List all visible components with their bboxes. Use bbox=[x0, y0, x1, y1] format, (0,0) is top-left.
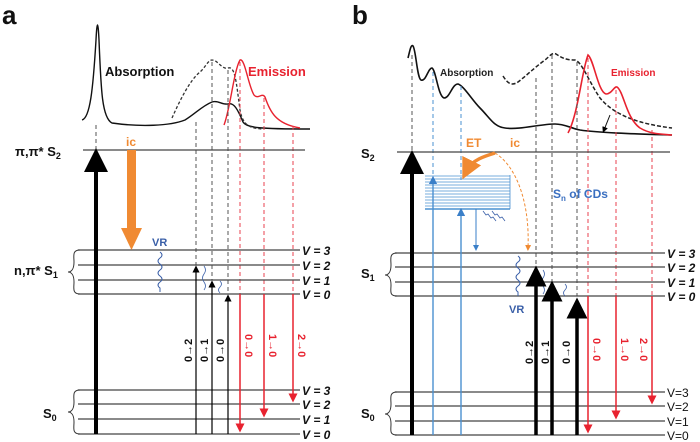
s0-state-label: S0 bbox=[361, 406, 375, 423]
s0-v2-label: V = 2 bbox=[302, 398, 331, 412]
s1-v1-label: V = 1 bbox=[667, 276, 696, 290]
projection-lines bbox=[95, 62, 294, 294]
emission-label-1-0: 1→0 bbox=[266, 334, 278, 357]
vr-wavy-arrow bbox=[515, 255, 521, 296]
cds-wavy-arrows bbox=[482, 210, 506, 222]
ic-dashed-arrow bbox=[494, 152, 532, 251]
panel-b: b Absorption Emission bbox=[352, 0, 696, 442]
emission-label-1-0: 1→0 bbox=[618, 338, 630, 361]
sn-of-cds-label: Sn of CDs bbox=[553, 187, 608, 203]
vr-small-wavy bbox=[541, 269, 567, 297]
vr-label: VR bbox=[152, 237, 167, 249]
absorption-label: Absorption bbox=[440, 68, 493, 79]
emission-label-2-0: 2→0 bbox=[637, 338, 649, 361]
s1-brace bbox=[67, 249, 81, 295]
s0-levels bbox=[395, 391, 665, 436]
ic-arrow bbox=[121, 150, 142, 250]
s0-v1-label: V = 1 bbox=[302, 413, 331, 427]
vr-label: VR bbox=[509, 304, 524, 316]
s0-v3-label: V = 3 bbox=[302, 384, 331, 398]
s0-state-label: S0 bbox=[43, 406, 57, 423]
s0-v1-label: V=1 bbox=[667, 415, 689, 429]
s2-state-label: π,π* S2 bbox=[15, 144, 61, 161]
s1-levels bbox=[78, 249, 300, 295]
s0-v0-label: V = 0 bbox=[302, 428, 331, 442]
transition-label-0-0: 0→0 bbox=[561, 341, 573, 364]
emission-label-0-0: 0→0 bbox=[242, 334, 254, 357]
et-arrow bbox=[462, 151, 496, 180]
cds-sn-band bbox=[425, 175, 511, 210]
s1-v3-label: V = 3 bbox=[302, 244, 331, 258]
s1-state-label: S1 bbox=[361, 266, 375, 283]
s1-v3-label: V = 3 bbox=[667, 247, 696, 261]
s1-brace bbox=[384, 252, 398, 297]
emission-label-0-0: 0→0 bbox=[590, 338, 602, 361]
emission-label: Emission bbox=[248, 64, 306, 79]
emission-label: Emission bbox=[611, 68, 655, 79]
emission-curve bbox=[223, 59, 301, 129]
absorption-dashed-curve bbox=[171, 59, 263, 130]
panel-letter: b bbox=[352, 0, 368, 30]
s2-state-label: S2 bbox=[361, 146, 375, 163]
ic-label: ic bbox=[126, 135, 136, 149]
emission-arrows bbox=[583, 296, 657, 434]
transition-label-0-1: 0→1 bbox=[199, 339, 211, 362]
s0-v2-label: V=2 bbox=[667, 400, 689, 414]
s1-v1-label: V = 1 bbox=[302, 274, 331, 288]
s1-v0-label: V = 0 bbox=[667, 290, 696, 304]
et-label: ET bbox=[466, 136, 482, 150]
s0-v0-label: V=0 bbox=[667, 429, 689, 442]
emission-label-2-0: 2→0 bbox=[295, 334, 307, 357]
s0-brace bbox=[67, 389, 81, 435]
s1-levels bbox=[395, 252, 665, 297]
projection-lines bbox=[411, 55, 653, 296]
s0-v3-label: V=3 bbox=[667, 386, 689, 400]
stokes-shift-arrow bbox=[602, 114, 611, 133]
absorption-curve bbox=[407, 44, 673, 136]
vr-wavy-arrow bbox=[157, 251, 163, 292]
transition-label-0-2: 0→2 bbox=[524, 341, 536, 364]
transition-label-0-1: 0→1 bbox=[540, 341, 552, 364]
s1-v2-label: V = 2 bbox=[302, 259, 331, 273]
emission-arrows bbox=[235, 294, 298, 433]
ic-label: ic bbox=[510, 136, 520, 150]
transition-label-0-2: 0→2 bbox=[183, 339, 195, 362]
panel-a: a Absorption Emission bbox=[2, 0, 331, 442]
s1-v2-label: V = 2 bbox=[667, 261, 696, 275]
absorption-label: Absorption bbox=[105, 64, 174, 79]
absorption-dashed-curve bbox=[502, 52, 673, 129]
emission-curve bbox=[567, 53, 673, 136]
s1-v0-label: V = 0 bbox=[302, 288, 331, 302]
absorption-curve bbox=[81, 24, 311, 130]
s0-brace bbox=[384, 391, 398, 436]
transition-label-0-0: 0→0 bbox=[215, 339, 227, 362]
panel-letter: a bbox=[2, 0, 17, 30]
s1-state-label: n,π* S1 bbox=[14, 263, 58, 280]
vr-small-wavy bbox=[202, 265, 222, 294]
